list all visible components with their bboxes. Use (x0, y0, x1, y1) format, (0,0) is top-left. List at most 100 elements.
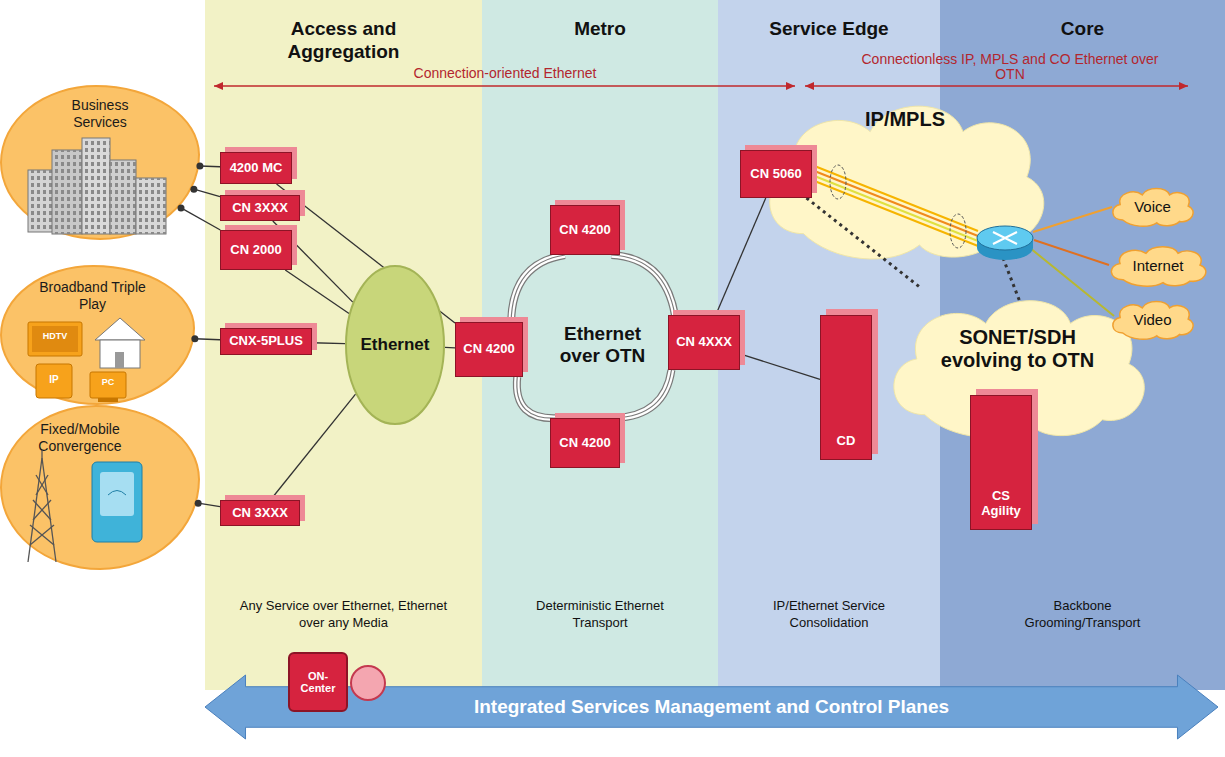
link-line (277, 184, 455, 323)
link-line (194, 189, 220, 196)
cloud-shape (1113, 189, 1193, 227)
link-line (181, 208, 220, 230)
node-text: Integrated Services Management and Contr… (474, 696, 949, 718)
node-text: CN 4XXX (676, 335, 732, 350)
link-line (200, 165, 220, 167)
ring-label: Ethernet over OTN (555, 298, 650, 392)
column-band: Access and AggregationAny Service over E… (205, 0, 482, 690)
node-text: Fixed/Mobile Convergence (22, 421, 138, 455)
span-label: Connection-oriented Ethernet (400, 66, 610, 81)
link-line (716, 198, 766, 315)
node-text: Broadband Triple Play (32, 279, 153, 313)
device-box: CN 3XXX (220, 500, 300, 526)
link-line (740, 354, 820, 379)
device-box: CNX-5PLUS (220, 328, 312, 355)
ethernet-ellipse (346, 266, 444, 424)
ring-link (615, 370, 672, 418)
span-label: Connectionless IP, MPLS and CO Ethernet … (845, 52, 1175, 83)
ethernet-cloud: Ethernet (345, 265, 445, 425)
link-line (312, 342, 345, 344)
connector (312, 342, 345, 344)
link-line (807, 198, 921, 288)
node-text: ON-Center (297, 670, 339, 694)
column-caption: Deterministic Ethernet Transport (515, 598, 685, 632)
icon-label: PC (90, 378, 126, 388)
ring-fibre (511, 255, 565, 322)
node-text: CS Agility (971, 489, 1031, 519)
node-text: CN 5060 (750, 167, 801, 182)
device-box: CN 4200 (550, 418, 620, 468)
column-band: MetroDeterministic Ethernet Transport CN … (482, 0, 718, 690)
node-text: 4200 MC (230, 161, 283, 176)
connector (270, 394, 355, 500)
node-text: CN 3XXX (232, 506, 288, 521)
ring-fibre (611, 255, 674, 315)
user-group: Broadband Triple Play (0, 265, 195, 405)
column-heading: Metro (574, 18, 626, 41)
connector (740, 354, 820, 379)
link-line (445, 347, 455, 349)
node-text: Ethernet over OTN (558, 323, 648, 367)
ring-fibre (615, 370, 672, 418)
link-line (273, 221, 353, 302)
link-line (270, 394, 355, 500)
node-text: IP/MPLS (865, 108, 945, 262)
connector (277, 184, 455, 323)
ring-fibre (611, 255, 674, 315)
service-cloud: Internet (1108, 243, 1208, 287)
node-text: CN 4200 (463, 342, 514, 357)
link-line (285, 270, 349, 314)
column-heading: Core (1061, 18, 1104, 41)
device-box: CN 4XXX (668, 315, 740, 370)
column-caption: Backbone Grooming/Transport (1008, 598, 1158, 632)
connector (716, 198, 766, 315)
node-text: Internet (1133, 257, 1184, 274)
node-text: Ethernet (361, 335, 430, 355)
node-text: CN 4200 (559, 436, 610, 451)
ring-fibre (511, 255, 565, 322)
node-text: CN 4200 (559, 223, 610, 238)
connector (285, 270, 349, 314)
column-caption: IP/Ethernet Service Consolidation (754, 598, 904, 632)
service-cloud: Video (1110, 298, 1195, 340)
ring-fibre (517, 377, 559, 418)
icon-label: HDTV (32, 332, 78, 342)
ring-fibre (615, 370, 672, 418)
node-text: CNX-5PLUS (229, 334, 303, 349)
node-text: Business Services (52, 97, 148, 131)
server-tower: CS Agility (970, 395, 1032, 530)
user-group: Business Services (0, 85, 200, 240)
device-box: CN 2000 (220, 230, 292, 270)
connector (196, 163, 220, 170)
management-console: ON-Center (288, 652, 348, 712)
service-cloud: Voice (1110, 185, 1195, 227)
column-heading: Access and Aggregation (259, 18, 429, 64)
node-text: CN 3XXX (232, 201, 288, 216)
ring-fibre (517, 377, 559, 418)
link-dot (190, 186, 197, 193)
column-caption: Any Service over Ethernet, Ethernet over… (229, 598, 459, 632)
column-band: Service EdgeIP/Ethernet Service Consolid… (718, 0, 940, 690)
link-line (198, 503, 220, 506)
device-box: CN 5060 (740, 150, 812, 198)
ring-fibre (511, 255, 565, 322)
link-dot (191, 335, 198, 342)
device-box: CN 4200 (550, 205, 620, 255)
node-text: CN 2000 (230, 243, 281, 258)
link-dot (196, 163, 203, 170)
connector (178, 204, 221, 230)
ring-link (611, 255, 674, 315)
connector (445, 347, 455, 348)
server-tower: CD (820, 315, 872, 460)
connector (190, 186, 220, 197)
node-text: CD (837, 434, 856, 449)
link-dot (178, 204, 185, 211)
link-dot (195, 500, 202, 507)
plane-arrow: Integrated Services Management and Contr… (205, 675, 1218, 739)
cloud-shape (1113, 302, 1193, 340)
connector (191, 335, 220, 342)
device-box: CN 3XXX (220, 195, 300, 221)
connector (807, 198, 921, 288)
ring-link (517, 377, 559, 418)
